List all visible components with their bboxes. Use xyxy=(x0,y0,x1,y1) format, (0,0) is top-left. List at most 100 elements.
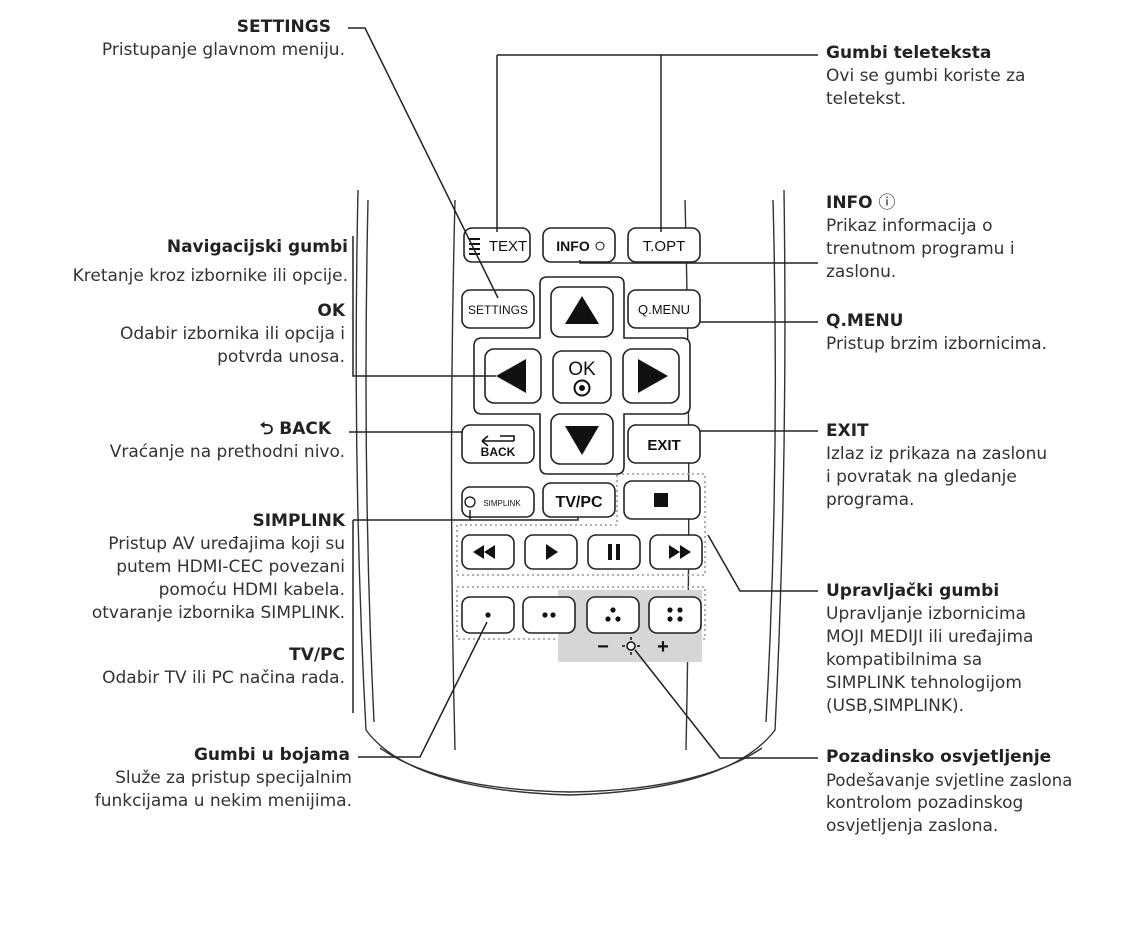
play-icon xyxy=(546,544,558,560)
backlight-desc-line1: Podešavanje svjetline zaslona xyxy=(826,771,1073,790)
annotation-control: Upravljački gumbi Upravljanje izbornicim… xyxy=(826,580,1142,718)
control-desc-line2: MOJI MEDIJI ili uređajima xyxy=(826,627,1034,647)
backlight-desc-line3: osvjetljenja zaslona. xyxy=(826,816,999,836)
back-arrow-icon xyxy=(481,435,515,447)
fastforward-icon xyxy=(669,545,680,559)
exit-desc-line1: Izlaz iz prikaza na zaslonu xyxy=(826,444,1048,464)
annotation-color-buttons: Gumbi u bojama Služe za pristup specijal… xyxy=(0,744,352,813)
info-title-row: INFO ⓘ xyxy=(826,192,1142,215)
text-button-label: TEXT xyxy=(489,238,527,255)
info-button-label: INFO xyxy=(556,238,590,254)
backlight-minus-label: − xyxy=(597,636,609,658)
simplink-icon xyxy=(464,496,476,508)
simplink-desc-line1: Pristup AV uređajima koji su xyxy=(108,534,345,554)
pause-button[interactable] xyxy=(587,534,641,570)
annotation-ok: OK Odabir izbornika ili opcija i potvrda… xyxy=(0,300,345,369)
backlight-title: Pozadinsko osvjetljenje xyxy=(826,747,1052,767)
remote-body xyxy=(355,189,786,796)
control-desc-line3: kompatibilnima sa xyxy=(826,650,983,670)
navigation-title: Navigacijski gumbi xyxy=(166,237,348,257)
teletext-title: Gumbi teleteksta xyxy=(826,43,992,63)
ok-circle-icon xyxy=(573,379,591,397)
annotation-info: INFO ⓘ Prikaz informacija o trenutnom pr… xyxy=(826,192,1142,284)
color-title: Gumbi u bojama xyxy=(193,745,350,765)
info-desc-line2: trenutnom programu i xyxy=(826,239,1015,259)
simplink-desc-line3: pomoću HDMI kabela. xyxy=(158,580,345,600)
control-desc-line1: Upravljanje izbornicima xyxy=(826,604,1026,624)
annotation-back: ⮌ BACK Vraćanje na prethodni nivo. xyxy=(0,418,345,464)
color-button-2[interactable] xyxy=(522,596,576,634)
annotation-backlight: Pozadinsko osvjetljenje Podešavanje svje… xyxy=(826,746,1144,838)
back-title-row: ⮌ BACK xyxy=(0,418,345,441)
color-desc-line1: Služe za pristup specijalnim xyxy=(115,768,352,788)
back-arrow-symbol-icon: ⮌ xyxy=(259,419,280,439)
text-lines-icon xyxy=(469,238,480,240)
two-dots-icon xyxy=(542,612,548,618)
tvpc-button[interactable] xyxy=(542,482,616,518)
back-button-label: BACK xyxy=(481,445,516,459)
qmenu-button[interactable] xyxy=(627,289,701,329)
control-desc-line5: (USB,SIMPLINK). xyxy=(826,696,965,716)
four-dots-icon xyxy=(667,607,673,613)
navigation-desc: Kretanje kroz izbornike ili opcije. xyxy=(72,266,348,286)
ok-desc-line1: Odabir izbornika ili opcija i xyxy=(120,324,345,344)
settings-button-label: SETTINGS xyxy=(468,303,528,317)
ok-button-label: OK xyxy=(568,359,596,380)
one-dot-icon xyxy=(485,612,491,618)
back-desc: Vraćanje na prethodni nivo. xyxy=(109,442,345,462)
backlight-desc-line2: kontrolom pozadinskog xyxy=(826,793,1024,813)
dotted-groups xyxy=(456,473,706,640)
pause-icon xyxy=(608,544,612,560)
info-circle-icon: ⓘ xyxy=(878,193,896,213)
teletext-desc-line1: Ovi se gumbi koriste za xyxy=(826,66,1026,86)
color-button-4[interactable] xyxy=(648,596,702,634)
tvpc-desc: Odabir TV ili PC načina rada. xyxy=(102,668,345,688)
exit-button-label: EXIT xyxy=(647,437,680,454)
info-small-icon xyxy=(595,241,605,251)
settings-button[interactable] xyxy=(461,289,535,329)
simplink-desc-line2: putem HDMI-CEC povezani xyxy=(116,557,345,577)
annotation-qmenu: Q.MENU Pristup brzim izbornicima. xyxy=(826,310,1142,356)
topt-button[interactable] xyxy=(627,227,701,263)
rewind-icon xyxy=(473,545,484,559)
color-desc-line2: funkcijama u nekim menijima. xyxy=(94,791,352,811)
tvpc-button-label: TV/PC xyxy=(555,494,603,511)
simplink-button[interactable] xyxy=(461,486,535,518)
exit-title: EXIT xyxy=(826,421,869,441)
exit-button[interactable] xyxy=(627,424,701,464)
exit-desc-line3: programa. xyxy=(826,490,915,510)
ok-button[interactable] xyxy=(552,350,612,404)
color-button-3[interactable] xyxy=(586,596,640,634)
annotation-settings: SETTINGS Pristupanje glavnom meniju. xyxy=(0,16,345,62)
info-button[interactable] xyxy=(542,227,616,263)
simplink-button-label: SIMPLINK xyxy=(483,499,521,508)
info-title: INFO xyxy=(826,193,873,213)
settings-title: SETTINGS xyxy=(236,17,331,37)
up-arrow-icon xyxy=(565,296,599,324)
topt-button-label: T.OPT xyxy=(643,238,686,255)
left-arrow-icon xyxy=(496,359,526,393)
tvpc-title: TV/PC xyxy=(289,645,345,665)
annotation-navigation: Navigacijski gumbi Kretanje kroz izborni… xyxy=(0,236,348,288)
qmenu-button-label: Q.MENU xyxy=(638,302,690,317)
back-title: BACK xyxy=(279,419,331,439)
info-desc-line3: zaslonu. xyxy=(826,262,897,282)
right-arrow-icon xyxy=(638,359,668,393)
ok-title: OK xyxy=(317,301,345,321)
back-button[interactable] xyxy=(461,424,535,464)
qmenu-desc: Pristup brzim izbornicima. xyxy=(826,334,1048,354)
info-desc-line1: Prikaz informacija o xyxy=(826,216,993,236)
brightness-sun-icon xyxy=(622,637,640,655)
three-dots-icon xyxy=(610,607,616,613)
ok-desc-line2: potvrda unosa. xyxy=(217,347,345,367)
simplink-title: SIMPLINK xyxy=(252,511,345,531)
qmenu-title: Q.MENU xyxy=(826,311,904,331)
control-title: Upravljački gumbi xyxy=(826,581,1000,601)
leader-lines xyxy=(348,27,818,759)
backlight-plus-label: + xyxy=(657,636,669,658)
exit-desc-line2: i povratak na gledanje xyxy=(826,467,1017,487)
annotation-tvpc: TV/PC Odabir TV ili PC načina rada. xyxy=(0,644,345,690)
annotation-exit: EXIT Izlaz iz prikaza na zaslonu i povra… xyxy=(826,420,1142,512)
stop-icon xyxy=(654,493,668,507)
